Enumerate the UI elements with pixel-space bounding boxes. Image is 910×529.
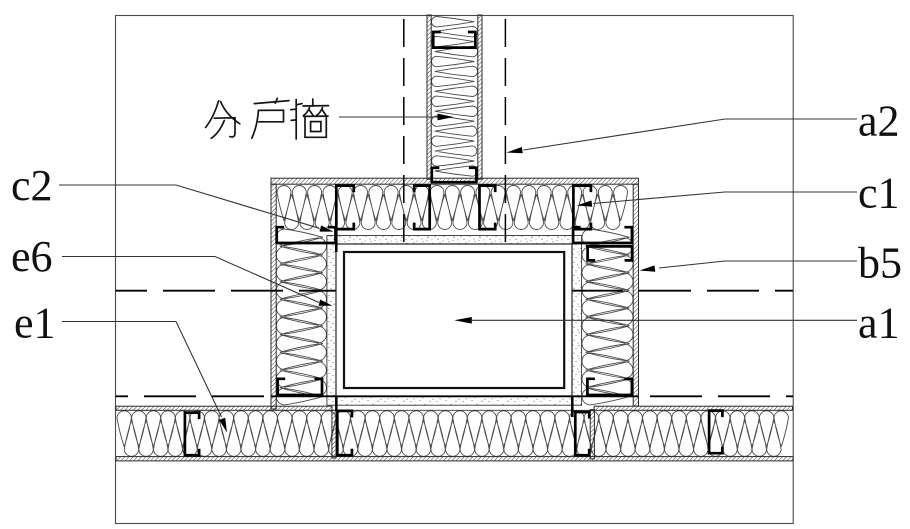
svg-text:e6: e6 (11, 232, 53, 281)
svg-text:c1: c1 (858, 169, 900, 218)
svg-text:e1: e1 (14, 299, 56, 348)
svg-text:a1: a1 (858, 299, 900, 348)
svg-text:b5: b5 (858, 239, 902, 288)
svg-text:c2: c2 (11, 161, 53, 210)
svg-text:a2: a2 (858, 97, 900, 146)
